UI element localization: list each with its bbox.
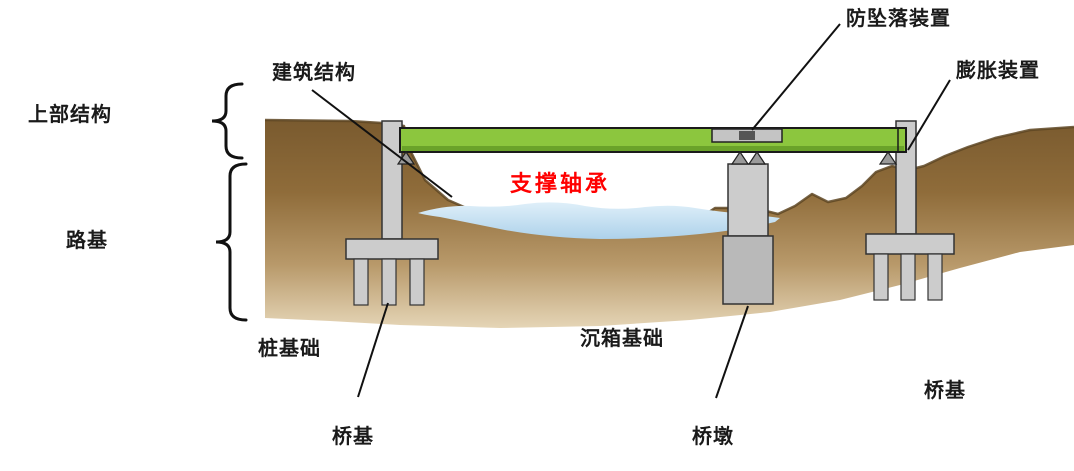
label-bridge-foundation-right: 桥基	[924, 378, 966, 402]
caisson	[722, 235, 774, 305]
bearing-triangle	[730, 150, 750, 165]
label-support-bearing: 支撑轴承	[510, 172, 611, 197]
leader-expansion-device	[907, 79, 951, 151]
leader-building-structure	[311, 89, 453, 198]
bearing-triangle	[878, 150, 898, 165]
label-bridge-foundation-left: 桥基	[332, 424, 374, 448]
brace-roadbed	[215, 162, 248, 322]
pier-column	[727, 163, 769, 237]
pile	[873, 253, 889, 301]
leader-bridge-foundation	[357, 302, 389, 398]
label-anti-fall-device: 防坠落装置	[846, 6, 951, 30]
leader-anti-fall-device	[751, 23, 841, 131]
label-building-structure: 建筑结构	[272, 60, 356, 84]
label-expansion-device: 膨胀装置	[956, 58, 1040, 82]
bearing-triangle	[747, 150, 767, 165]
right-footing	[865, 233, 955, 255]
leader-bridge-pier	[715, 305, 749, 399]
anti-fall-device-core	[739, 131, 755, 140]
label-roadbed: 路基	[66, 228, 108, 252]
deck-bottom-edge	[402, 146, 904, 151]
label-caisson-foundation: 沉箱基础	[580, 326, 664, 350]
label-pile-foundation: 桩基础	[258, 336, 321, 360]
brace-superstructure	[211, 82, 244, 160]
ground	[265, 120, 1074, 328]
pile	[927, 253, 943, 301]
water	[418, 202, 780, 239]
pile	[409, 258, 425, 306]
pile	[381, 258, 397, 306]
label-superstructure: 上部结构	[28, 102, 112, 126]
left-footing	[345, 238, 439, 260]
pile	[353, 258, 369, 306]
pile	[900, 253, 916, 301]
label-bridge-pier: 桥墩	[692, 424, 734, 448]
